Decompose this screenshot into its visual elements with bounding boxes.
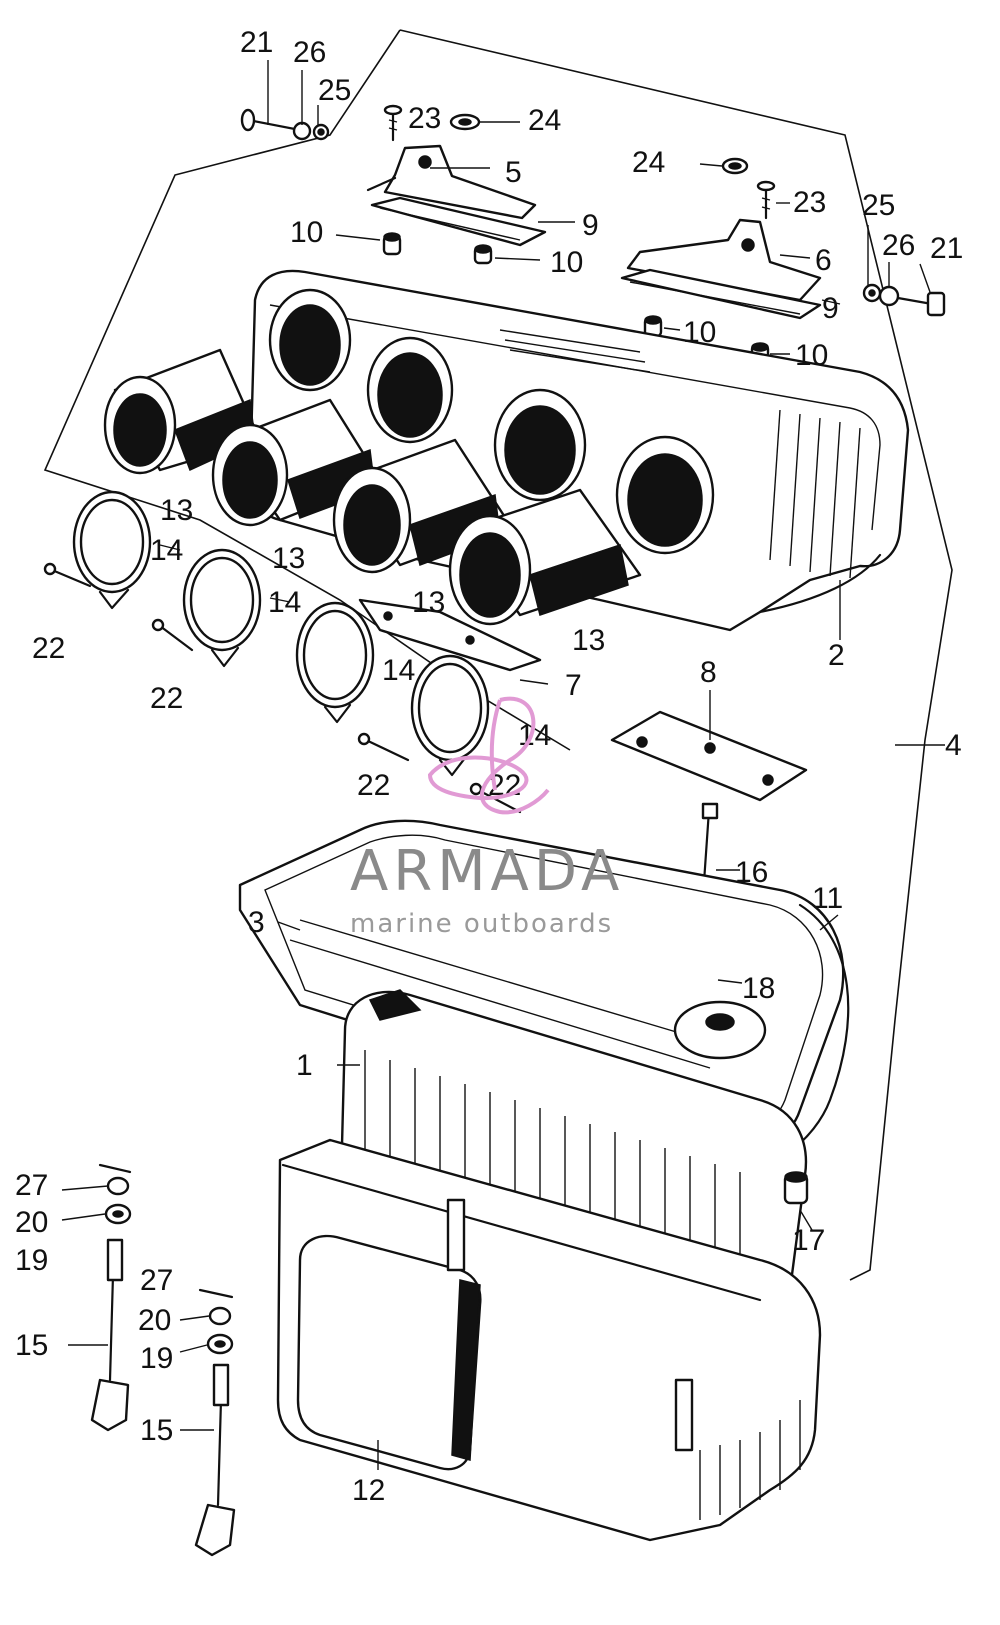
label-21-top-left: 21 bbox=[240, 26, 273, 59]
label-25-right: 25 bbox=[862, 189, 895, 222]
label-14-c: 14 bbox=[382, 654, 415, 687]
clamp-14-d bbox=[410, 654, 490, 777]
clamp-14-c bbox=[295, 601, 375, 724]
watermark: ARMADA marine outboards bbox=[350, 696, 624, 939]
label-15-left: 15 bbox=[15, 1329, 48, 1362]
drain-assembly-left bbox=[90, 1163, 132, 1432]
label-13-b: 13 bbox=[272, 542, 305, 575]
label-2: 2 bbox=[828, 639, 845, 672]
label-17: 17 bbox=[792, 1224, 825, 1257]
label-6: 6 bbox=[815, 244, 832, 277]
screw-22-a bbox=[43, 562, 92, 588]
label-27-left: 27 bbox=[15, 1169, 48, 1202]
bracket-5 bbox=[366, 144, 537, 220]
label-14-a: 14 bbox=[150, 534, 183, 567]
cover-gasket-3 bbox=[238, 819, 850, 1182]
grommet-24-right bbox=[721, 157, 749, 175]
intake-tube-13-d bbox=[448, 488, 642, 626]
watermark-brand: ARMADA bbox=[350, 839, 624, 904]
label-1: 1 bbox=[296, 1049, 313, 1082]
gasket-9-right bbox=[620, 268, 822, 320]
screw-22-b bbox=[151, 618, 194, 652]
clamp-14-a bbox=[72, 490, 152, 610]
label-20-right: 20 bbox=[138, 1304, 171, 1337]
label-23-left: 23 bbox=[408, 102, 441, 135]
grommet-10-b bbox=[473, 244, 493, 265]
label-8: 8 bbox=[700, 656, 717, 689]
label-12: 12 bbox=[352, 1474, 385, 1507]
label-26-right: 26 bbox=[882, 229, 915, 262]
label-16: 16 bbox=[735, 856, 768, 889]
label-3: 3 bbox=[248, 906, 265, 939]
label-21-right: 21 bbox=[930, 232, 963, 265]
label-22-b: 22 bbox=[150, 682, 183, 715]
label-10-c: 10 bbox=[683, 316, 716, 349]
plate-8 bbox=[610, 710, 808, 802]
bolt-21-right bbox=[862, 283, 946, 317]
label-11: 11 bbox=[812, 882, 843, 915]
label-25-top-left: 25 bbox=[318, 74, 351, 107]
gasket-7 bbox=[358, 598, 542, 672]
intake-tube-13-c bbox=[332, 438, 512, 574]
label-14-b: 14 bbox=[268, 586, 301, 619]
leader-lines bbox=[61, 60, 945, 1470]
drain-assembly-right bbox=[194, 1288, 236, 1557]
grommet-10-c bbox=[643, 315, 663, 338]
label-5: 5 bbox=[505, 156, 522, 189]
label-13-a: 13 bbox=[160, 494, 193, 527]
clamp-14-b bbox=[182, 548, 262, 668]
label-22-c: 22 bbox=[357, 769, 390, 802]
grommet-24-left bbox=[449, 113, 481, 131]
label-13-c: 13 bbox=[412, 586, 445, 619]
grommet-10-a bbox=[382, 232, 402, 256]
label-22-a: 22 bbox=[32, 632, 65, 665]
label-23-right: 23 bbox=[793, 186, 826, 219]
label-13-d: 13 bbox=[572, 624, 605, 657]
label-10-d: 10 bbox=[795, 339, 828, 372]
screw-22-c bbox=[357, 732, 410, 762]
label-18: 18 bbox=[742, 972, 775, 1005]
label-19-left: 19 bbox=[15, 1244, 48, 1277]
screw-23-right bbox=[756, 180, 776, 220]
label-7: 7 bbox=[565, 669, 582, 702]
label-24-right: 24 bbox=[632, 146, 665, 179]
label-9-left: 9 bbox=[582, 209, 599, 242]
label-24-left: 24 bbox=[528, 104, 561, 137]
label-20-left: 20 bbox=[15, 1206, 48, 1239]
label-19-right: 19 bbox=[140, 1342, 173, 1375]
label-10-b: 10 bbox=[550, 246, 583, 279]
gasket-9-left bbox=[370, 196, 547, 247]
label-9-right: 9 bbox=[822, 292, 839, 325]
lower-case-12 bbox=[276, 1138, 822, 1542]
label-26-top-left: 26 bbox=[293, 36, 326, 69]
screw-22-d bbox=[469, 782, 522, 814]
label-15-right: 15 bbox=[140, 1414, 173, 1447]
screw-23-left bbox=[383, 104, 403, 142]
armada-logo-icon bbox=[427, 696, 550, 815]
label-27-right: 27 bbox=[140, 1264, 173, 1297]
bushing-17 bbox=[783, 1171, 809, 1205]
label-10-a: 10 bbox=[290, 216, 323, 249]
watermark-tagline: marine outboards bbox=[350, 909, 613, 939]
bolt-21-left bbox=[240, 108, 330, 141]
label-4: 4 bbox=[945, 729, 962, 762]
